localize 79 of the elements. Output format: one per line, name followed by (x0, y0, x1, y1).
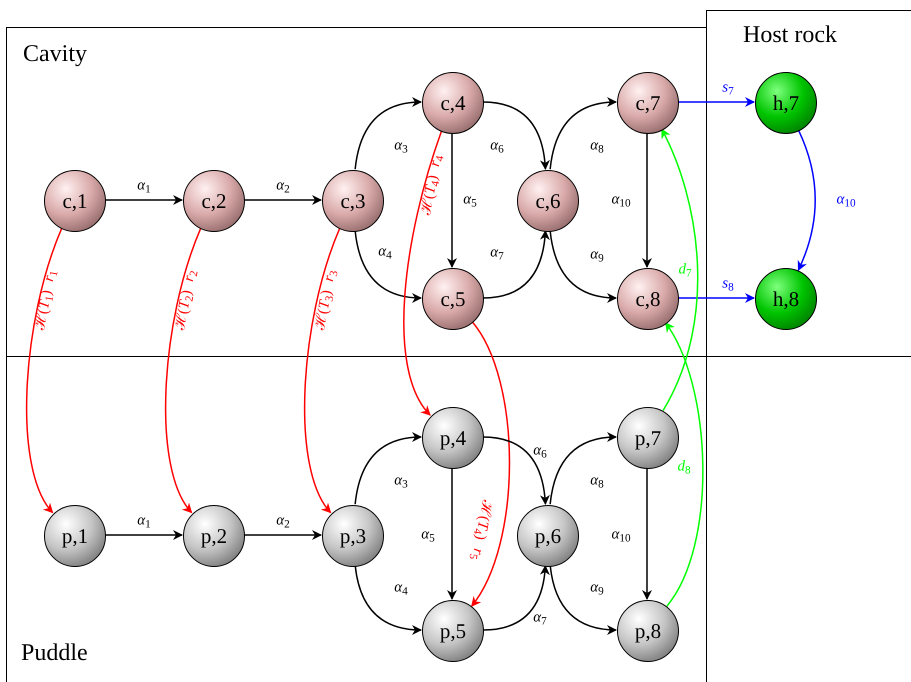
region-title: Host rock (743, 23, 837, 47)
edge-label: α$_{8}$ (590, 474, 604, 488)
state-label: p,1 (62, 526, 88, 546)
state-label: p,4 (440, 428, 466, 448)
arrow (482, 436, 550, 506)
state-label: c,6 (535, 190, 561, 212)
arrow (304, 228, 340, 514)
edge-label: α$_{4}$ (378, 244, 392, 260)
edge-label: s$_{7}$ (722, 80, 734, 96)
edge-label: α$_{9}$ (590, 248, 604, 262)
state-label: c,4 (440, 92, 466, 114)
arrow (549, 230, 617, 303)
arrow (403, 130, 442, 416)
arrow (471, 321, 510, 607)
edge-label: α$_{5}$ (463, 192, 477, 208)
arrow (105, 530, 183, 540)
arrow (482, 564, 550, 631)
state-label: c,5 (440, 288, 466, 310)
arrow (164, 228, 202, 514)
arrow (354, 566, 422, 635)
edge-label: s$_{8}$ (722, 276, 734, 292)
region-box (706, 10, 911, 357)
state-label: p,6 (534, 526, 562, 546)
edge-label: α$_{10}$ (611, 192, 631, 208)
edge-label: α$_{5}$ (421, 528, 435, 542)
arrow (244, 195, 322, 205)
state-label: h,8 (772, 288, 800, 310)
edge-label: d$_{7}$ (678, 262, 692, 278)
edge-label: α$_{4}$ (394, 580, 408, 596)
edge-label: α$_{7}$ (533, 610, 547, 626)
edge-label: α$_{3}$ (394, 474, 408, 488)
edge-label: α$_{1}$ (137, 514, 151, 528)
arrow (550, 566, 617, 635)
arrow (354, 97, 422, 170)
edge-label: α$_{8}$ (590, 138, 604, 154)
arrow (447, 133, 457, 268)
region-title: Puddle (21, 641, 88, 665)
arrow (482, 230, 550, 299)
arrow (678, 97, 755, 107)
state-label: p,7 (634, 428, 662, 448)
arrow (664, 322, 704, 607)
arrow (244, 530, 322, 540)
state-label: p,5 (440, 620, 466, 642)
arrow (482, 101, 550, 170)
edge-label: α$_{6}$ (490, 138, 504, 154)
edge-label: α$_{7}$ (490, 246, 504, 260)
arrow (354, 432, 422, 504)
edge-label: α$_{6}$ (533, 444, 547, 458)
edge-label: d$_{8}$ (677, 460, 691, 474)
state-label: c,3 (340, 190, 366, 212)
arrow (26, 228, 62, 514)
edge-label: α$_{2}$ (276, 514, 290, 528)
state-label: c,8 (635, 288, 661, 310)
state-label: c,1 (62, 190, 88, 212)
edge-label: α$_{1}$ (137, 178, 151, 194)
state-label: c,7 (635, 92, 661, 114)
region-box (6, 356, 707, 682)
arrow (642, 468, 652, 600)
edge-label: α$_{10}$ (836, 192, 856, 208)
state-label: c,2 (201, 190, 227, 212)
arrow (105, 195, 183, 205)
arrow (447, 468, 457, 600)
region-title: Cavity (23, 42, 87, 66)
state-label: p,3 (340, 526, 366, 546)
arrow (642, 133, 652, 268)
arrow (797, 130, 816, 271)
arrow (549, 97, 617, 170)
region-box (6, 27, 707, 357)
state-label: p,2 (200, 526, 228, 546)
edge-label: α$_{3}$ (394, 138, 408, 154)
state-label: h,7 (772, 92, 800, 114)
edge-label: α$_{9}$ (590, 580, 604, 596)
edge-label: α$_{2}$ (276, 178, 290, 194)
arrow (661, 128, 698, 411)
arrow (354, 230, 422, 303)
state-label: p,8 (634, 620, 662, 642)
arrow (678, 293, 755, 303)
arrow (549, 432, 617, 504)
edge-label: α$_{10}$ (611, 528, 631, 542)
